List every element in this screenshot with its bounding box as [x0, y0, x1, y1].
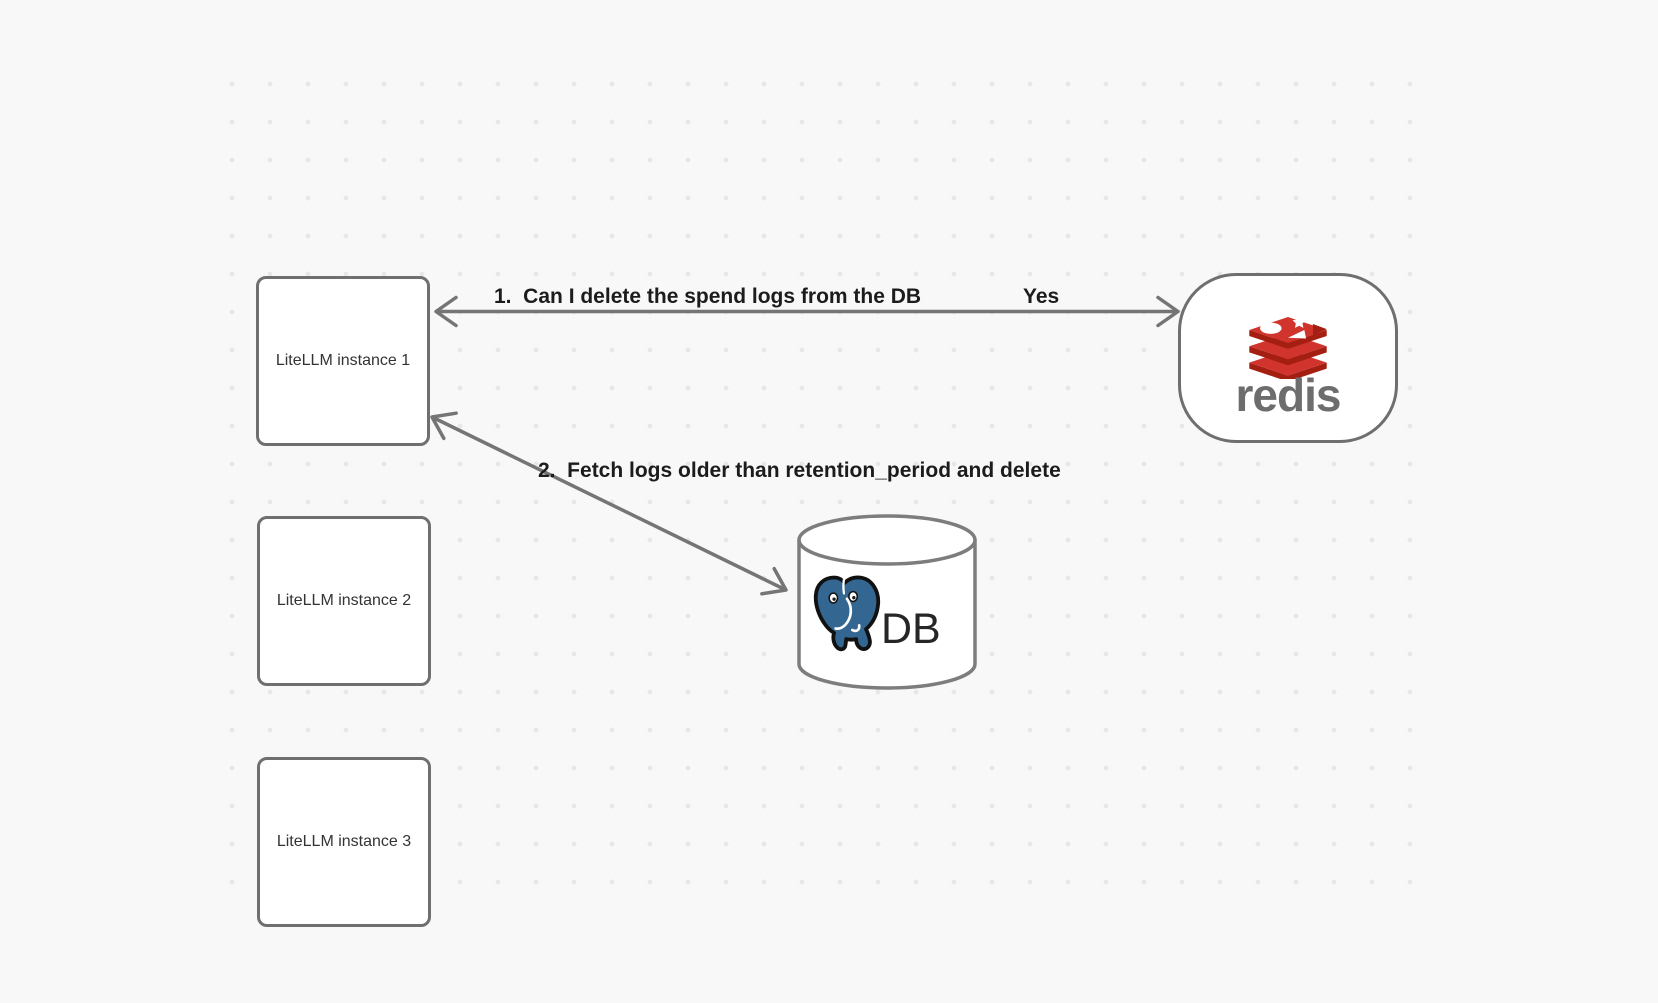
node-postgres-db[interactable]: DB [795, 514, 979, 692]
postgresql-elephant-icon [813, 575, 881, 652]
database-cylinder-icon [797, 514, 977, 690]
arrow-instance1-db[interactable] [430, 411, 788, 596]
redis-wordmark: redis [1235, 369, 1342, 421]
arrow2-fetch-label[interactable]: 2. Fetch logs older than retention_perio… [538, 459, 1061, 482]
node-litellm-instance-3[interactable]: LiteLLM instance 3 [257, 757, 431, 927]
node-litellm-instance-1[interactable]: LiteLLM instance 1 [256, 276, 430, 446]
node-label: LiteLLM instance 1 [275, 352, 411, 369]
redis-logo-icon [1249, 315, 1327, 379]
node-litellm-instance-2[interactable]: LiteLLM instance 2 [257, 516, 431, 686]
db-label: DB [881, 605, 941, 653]
node-redis[interactable]: redis [1178, 273, 1398, 443]
arrow1-response-label[interactable]: Yes [1023, 285, 1060, 308]
arrow1-question-label[interactable]: 1. Can I delete the spend logs from the … [494, 285, 922, 308]
node-label: LiteLLM instance 2 [276, 592, 412, 609]
node-label: LiteLLM instance 3 [276, 833, 412, 850]
